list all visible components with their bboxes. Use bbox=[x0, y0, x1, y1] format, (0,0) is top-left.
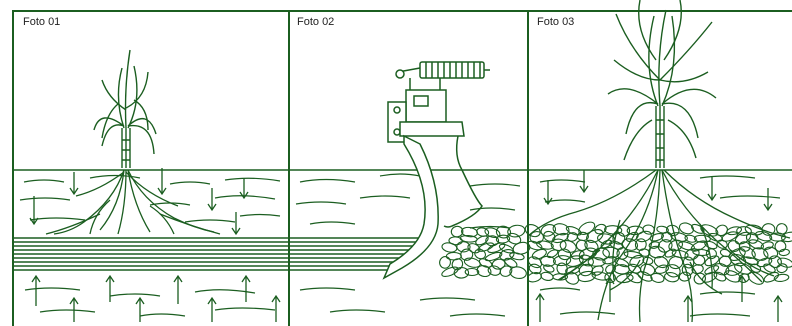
soil-clod bbox=[578, 263, 594, 277]
soil-clod bbox=[615, 273, 634, 284]
soil-clod bbox=[476, 265, 492, 278]
broken-soil-clods bbox=[439, 224, 531, 280]
soil-clod bbox=[723, 270, 742, 283]
plant-small bbox=[93, 49, 157, 168]
soil-clod bbox=[557, 248, 572, 261]
soil-clod bbox=[678, 271, 692, 282]
soil-clod bbox=[550, 238, 567, 252]
soil-clod bbox=[653, 256, 669, 269]
soil-clod bbox=[713, 263, 730, 276]
soil-clod bbox=[747, 271, 765, 285]
soil-clod bbox=[705, 248, 717, 260]
roots-deep bbox=[527, 169, 791, 323]
soil-clod bbox=[543, 230, 556, 242]
panel-label-foto-03: Foto 03 bbox=[537, 16, 574, 28]
soil-clod bbox=[474, 248, 486, 260]
soil-clod bbox=[456, 241, 471, 253]
soil-clod bbox=[777, 257, 792, 268]
soil-clod bbox=[778, 248, 790, 257]
soil-clod bbox=[691, 223, 705, 234]
subsoiler-implement bbox=[382, 61, 490, 280]
soil-clod bbox=[649, 233, 664, 242]
panel-label-foto-01: Foto 01 bbox=[23, 16, 60, 28]
roots-shallow bbox=[45, 169, 221, 235]
compacted-soil-layer bbox=[14, 237, 288, 271]
soil-clod bbox=[552, 255, 572, 267]
soil-clod bbox=[693, 272, 707, 285]
soil-clod bbox=[540, 271, 554, 281]
soil-clod bbox=[760, 241, 774, 250]
downward-water-arrows bbox=[29, 168, 249, 236]
soil-clod bbox=[512, 241, 531, 255]
soil-clod bbox=[507, 224, 526, 238]
soil-clod bbox=[543, 264, 555, 273]
soil-clod bbox=[634, 238, 647, 251]
figure-frame bbox=[12, 10, 792, 326]
soil-clod bbox=[453, 266, 470, 279]
soil-clod bbox=[536, 240, 554, 250]
panel-foto-01: Foto 01 bbox=[14, 16, 288, 322]
soil-clod bbox=[693, 254, 706, 266]
soil-texture bbox=[295, 173, 521, 317]
soil-clod bbox=[463, 257, 481, 268]
soil-clod bbox=[776, 263, 788, 274]
soil-clod bbox=[781, 231, 792, 243]
soil-clod bbox=[509, 266, 527, 280]
soil-clod bbox=[506, 232, 522, 245]
soil-clod bbox=[524, 224, 541, 238]
panel-label-foto-02: Foto 02 bbox=[297, 16, 334, 28]
soil-clod bbox=[441, 242, 458, 253]
soil-clod bbox=[640, 263, 656, 276]
soil-texture bbox=[19, 174, 281, 317]
soil-clod bbox=[755, 231, 773, 242]
soil-clod bbox=[768, 255, 782, 269]
soil-clod bbox=[586, 229, 604, 243]
soil-clod bbox=[439, 256, 451, 269]
soil-clod bbox=[650, 272, 665, 283]
soil-clod bbox=[478, 258, 493, 268]
soil-clod bbox=[704, 240, 718, 250]
soil-clod bbox=[664, 272, 680, 283]
soil-clod bbox=[464, 267, 480, 277]
soil-clod bbox=[656, 225, 669, 234]
soil-clod bbox=[751, 247, 769, 261]
soil-clod bbox=[736, 226, 752, 236]
soil-clod bbox=[539, 255, 556, 267]
soil-clod bbox=[713, 271, 727, 282]
soil-clod bbox=[460, 248, 474, 261]
soil-clod bbox=[477, 242, 495, 252]
soil-clod bbox=[738, 273, 750, 283]
panel-foto-03: Foto 03 bbox=[524, 0, 792, 323]
soil-clod bbox=[716, 239, 728, 249]
downward-water-arrows bbox=[543, 170, 773, 212]
soil-clod bbox=[654, 264, 670, 274]
soil-clod bbox=[742, 256, 759, 266]
soil-clod bbox=[484, 227, 501, 239]
soil-clod bbox=[499, 265, 513, 277]
soil-clod bbox=[693, 234, 711, 243]
soil-clod bbox=[670, 232, 688, 242]
upward-arrows bbox=[31, 274, 281, 322]
panel-foto-02: Foto 02 bbox=[290, 16, 531, 317]
soil-clod bbox=[773, 273, 790, 283]
soil-clod bbox=[602, 246, 620, 259]
soil-clod bbox=[577, 270, 596, 283]
soil-clod bbox=[726, 226, 743, 236]
soil-clod bbox=[509, 252, 525, 261]
soil-clod bbox=[678, 222, 695, 235]
soil-clod bbox=[451, 258, 464, 271]
plant-large bbox=[607, 0, 717, 168]
soil-texture bbox=[539, 175, 781, 317]
soil-clod bbox=[559, 240, 577, 253]
compacted-soil-layer bbox=[290, 237, 430, 271]
soil-clod bbox=[763, 263, 776, 274]
soil-clod bbox=[665, 264, 681, 278]
soil-clod bbox=[565, 255, 584, 267]
soil-clod bbox=[625, 231, 639, 243]
